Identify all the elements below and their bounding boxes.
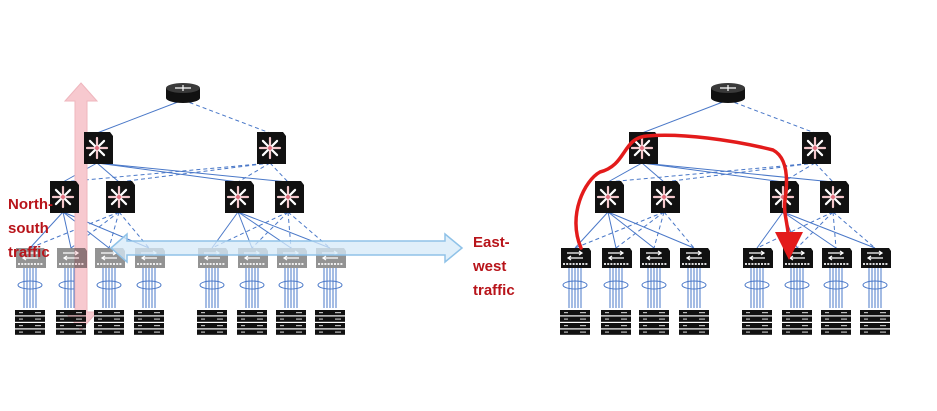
- links-left: [17, 99, 343, 308]
- ew-label-line-2: traffic: [473, 282, 515, 299]
- tor-switch-icon: [783, 248, 813, 268]
- server-rack-icon: [742, 310, 772, 335]
- ew-label-line-1: East-west: [473, 234, 510, 275]
- links-right: [562, 99, 888, 308]
- aggregation-switch-icon: [651, 181, 680, 213]
- tor-switch-icon: [561, 248, 591, 268]
- server-rack-icon: [134, 310, 164, 335]
- tor-switch-icon: [57, 248, 87, 268]
- server-rack-icon: [56, 310, 86, 335]
- server-rack-icon: [315, 310, 345, 335]
- server-rack-icon: [679, 310, 709, 335]
- server-rack-icon: [560, 310, 590, 335]
- spine-switch-icon: [84, 132, 113, 164]
- aggregation-switch-icon: [595, 181, 624, 213]
- ns-label-line-2: south: [8, 220, 49, 237]
- aggregation-switch-icon: [50, 181, 79, 213]
- aggregation-switch-icon: [275, 181, 304, 213]
- tor-switch-icon: [822, 248, 852, 268]
- server-rack-icon: [94, 310, 124, 335]
- tor-switch-icon: [743, 248, 773, 268]
- devices: [15, 83, 891, 335]
- spine-switch-icon: [802, 132, 831, 164]
- server-rack-icon: [782, 310, 812, 335]
- router-icon: [166, 83, 200, 103]
- server-rack-icon: [197, 310, 227, 335]
- aggregation-switch-icon: [225, 181, 254, 213]
- server-rack-icon: [276, 310, 306, 335]
- east-west-path: [574, 133, 803, 260]
- tor-switch-icon: [602, 248, 632, 268]
- server-rack-icon: [860, 310, 890, 335]
- server-rack-icon: [639, 310, 669, 335]
- east-west-arrow-shape: [109, 232, 464, 264]
- server-rack-icon: [237, 310, 267, 335]
- tor-switch-icon: [640, 248, 670, 268]
- aggregation-switch-icon: [820, 181, 849, 213]
- spine-switch-icon: [257, 132, 286, 164]
- north-south-traffic-label: North- south traffic: [8, 193, 78, 265]
- east-west-traffic-label: East-west traffic: [473, 231, 543, 303]
- server-rack-icon: [821, 310, 851, 335]
- east-west-path-line: [574, 133, 803, 260]
- tor-switch-icon: [861, 248, 891, 268]
- tor-switch-icon: [16, 248, 46, 268]
- aggregation-switch-icon: [106, 181, 135, 213]
- east-west-arrow: [109, 232, 464, 264]
- tor-switch-icon: [680, 248, 710, 268]
- ns-label-line-1: North-: [8, 196, 53, 213]
- server-rack-icon: [601, 310, 631, 335]
- router-icon: [711, 83, 745, 103]
- ns-label-line-3: traffic: [8, 244, 50, 261]
- server-rack-icon: [15, 310, 45, 335]
